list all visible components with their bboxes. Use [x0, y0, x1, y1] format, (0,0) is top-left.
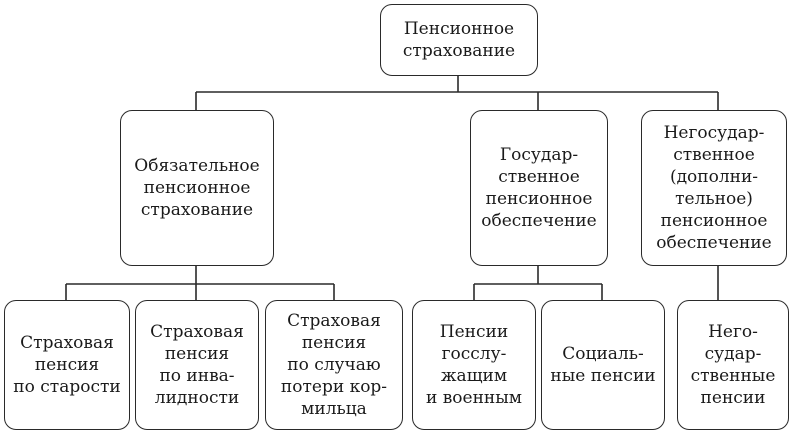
- civil-military-pension-node: Пенсии госслу- жащим и военным: [412, 300, 536, 430]
- nonstate-provision-label: Негосудар- ственное (дополни- тельное) п…: [656, 123, 772, 253]
- disability-pension-node: Страховая пенсия по инва- лидности: [135, 300, 259, 430]
- survivor-pension-label: Страховая пенсия по случаю потери кор- м…: [280, 311, 388, 419]
- nonstate-pensions-label: Него- судар- ственные пенсии: [690, 322, 776, 408]
- state-provision-node: Государ- ственное пенсионное обеспечение: [470, 110, 608, 266]
- disability-pension-label: Страховая пенсия по инва- лидности: [150, 322, 244, 408]
- root-node-label: Пенсионное страхование: [402, 19, 516, 61]
- social-pension-label: Социаль- ные пенсии: [550, 344, 656, 386]
- old-age-pension-node: Страховая пенсия по старости: [4, 300, 130, 430]
- state-provision-label: Государ- ственное пенсионное обеспечение: [481, 145, 597, 231]
- old-age-pension-label: Страховая пенсия по старости: [13, 333, 121, 397]
- civil-military-pension-label: Пенсии госслу- жащим и военным: [425, 322, 522, 408]
- root-node: Пенсионное страхование: [380, 4, 538, 76]
- survivor-pension-node: Страховая пенсия по случаю потери кор- м…: [265, 300, 403, 430]
- nonstate-pensions-node: Него- судар- ственные пенсии: [677, 300, 789, 430]
- social-pension-node: Социаль- ные пенсии: [541, 300, 665, 430]
- mandatory-insurance-node: Обязательное пенсионное страхование: [120, 110, 274, 266]
- nonstate-provision-node: Негосудар- ственное (дополни- тельное) п…: [641, 110, 787, 266]
- mandatory-insurance-label: Обязательное пенсионное страхование: [134, 156, 260, 220]
